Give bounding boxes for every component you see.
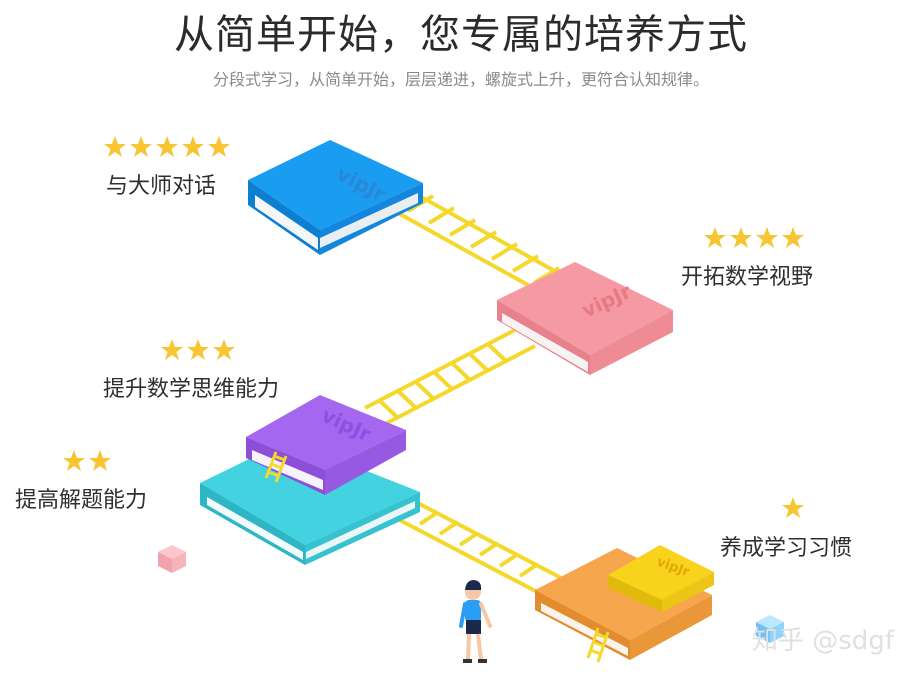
rating-stars-2 <box>62 449 114 477</box>
star-icon <box>104 136 126 157</box>
star-icon <box>756 227 778 248</box>
star-icon <box>782 497 804 518</box>
book-pink: vipJr <box>497 262 673 375</box>
star-icon <box>89 450 111 471</box>
rating-stars-1 <box>781 496 807 524</box>
level-label: 提升数学思维能力 <box>103 377 280 402</box>
star-icon <box>208 136 230 157</box>
book-yellow: vipJr <box>586 545 714 663</box>
student-figure <box>459 580 492 663</box>
pink-cube <box>158 545 186 573</box>
star-icon <box>182 136 204 157</box>
level-label: 与大师对话 <box>106 174 217 199</box>
watermark: 知乎 @sdgf <box>752 626 894 656</box>
book-cyan <box>200 440 420 565</box>
blue-cube <box>756 615 784 643</box>
rating-stars-4 <box>703 226 807 254</box>
level-label: 养成学习习惯 <box>720 536 853 561</box>
book-purple: vipJr <box>246 395 406 495</box>
rating-stars-3 <box>160 338 238 366</box>
ladder-2 <box>364 328 536 426</box>
star-icon <box>161 339 183 360</box>
star-icon <box>156 136 178 157</box>
rating-stars-5 <box>103 135 233 163</box>
star-icon <box>187 339 209 360</box>
star-icon <box>782 227 804 248</box>
level-label: 提高解题能力 <box>15 488 148 513</box>
book-blue: vipJr <box>248 140 423 255</box>
star-icon <box>704 227 726 248</box>
star-icon <box>730 227 752 248</box>
star-icon <box>213 339 235 360</box>
page-title: 从简单开始，您专属的培养方式 <box>174 12 748 58</box>
star-icon <box>130 136 152 157</box>
star-icon <box>63 450 85 471</box>
level-label: 开拓数学视野 <box>681 265 814 290</box>
page-subtitle: 分段式学习，从简单开始，层层递进，螺旋式上升，更符合认知规律。 <box>212 70 709 89</box>
ladder-3 <box>389 498 568 598</box>
